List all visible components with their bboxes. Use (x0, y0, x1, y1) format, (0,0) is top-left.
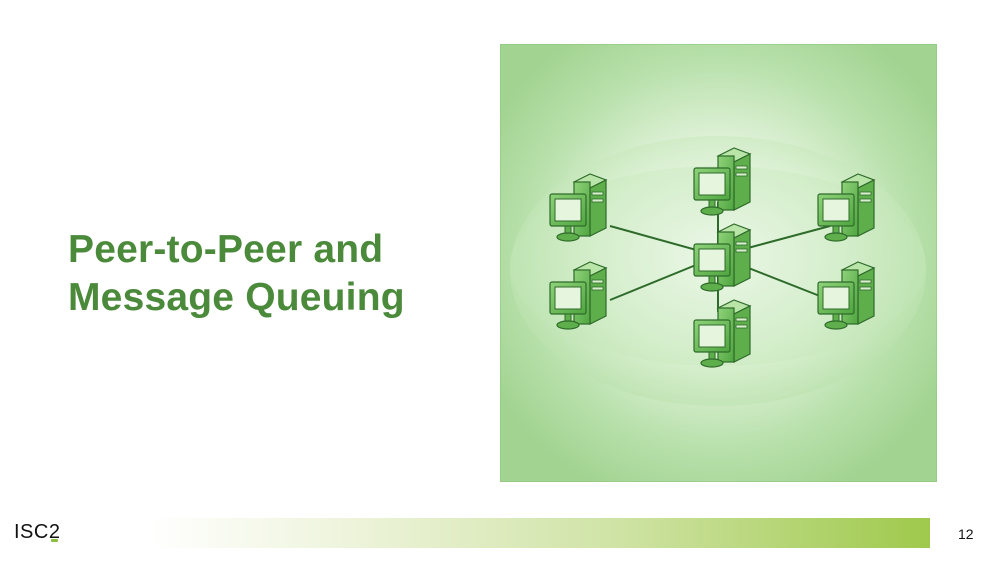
page-number: 12 (958, 526, 974, 542)
logo-text: ISC (14, 521, 49, 543)
slide-title: Peer-to-Peer and Message Queuing (68, 226, 405, 322)
peer-to-peer-network-illustration (500, 44, 937, 482)
slide-title-line-1: Peer-to-Peer and (68, 228, 384, 271)
isc2-logo: ISC2 (14, 521, 60, 544)
footer-gradient-bar (150, 518, 930, 548)
slide-title-line-2: Message Queuing (68, 276, 405, 319)
logo-accent: 2 (48, 521, 61, 543)
